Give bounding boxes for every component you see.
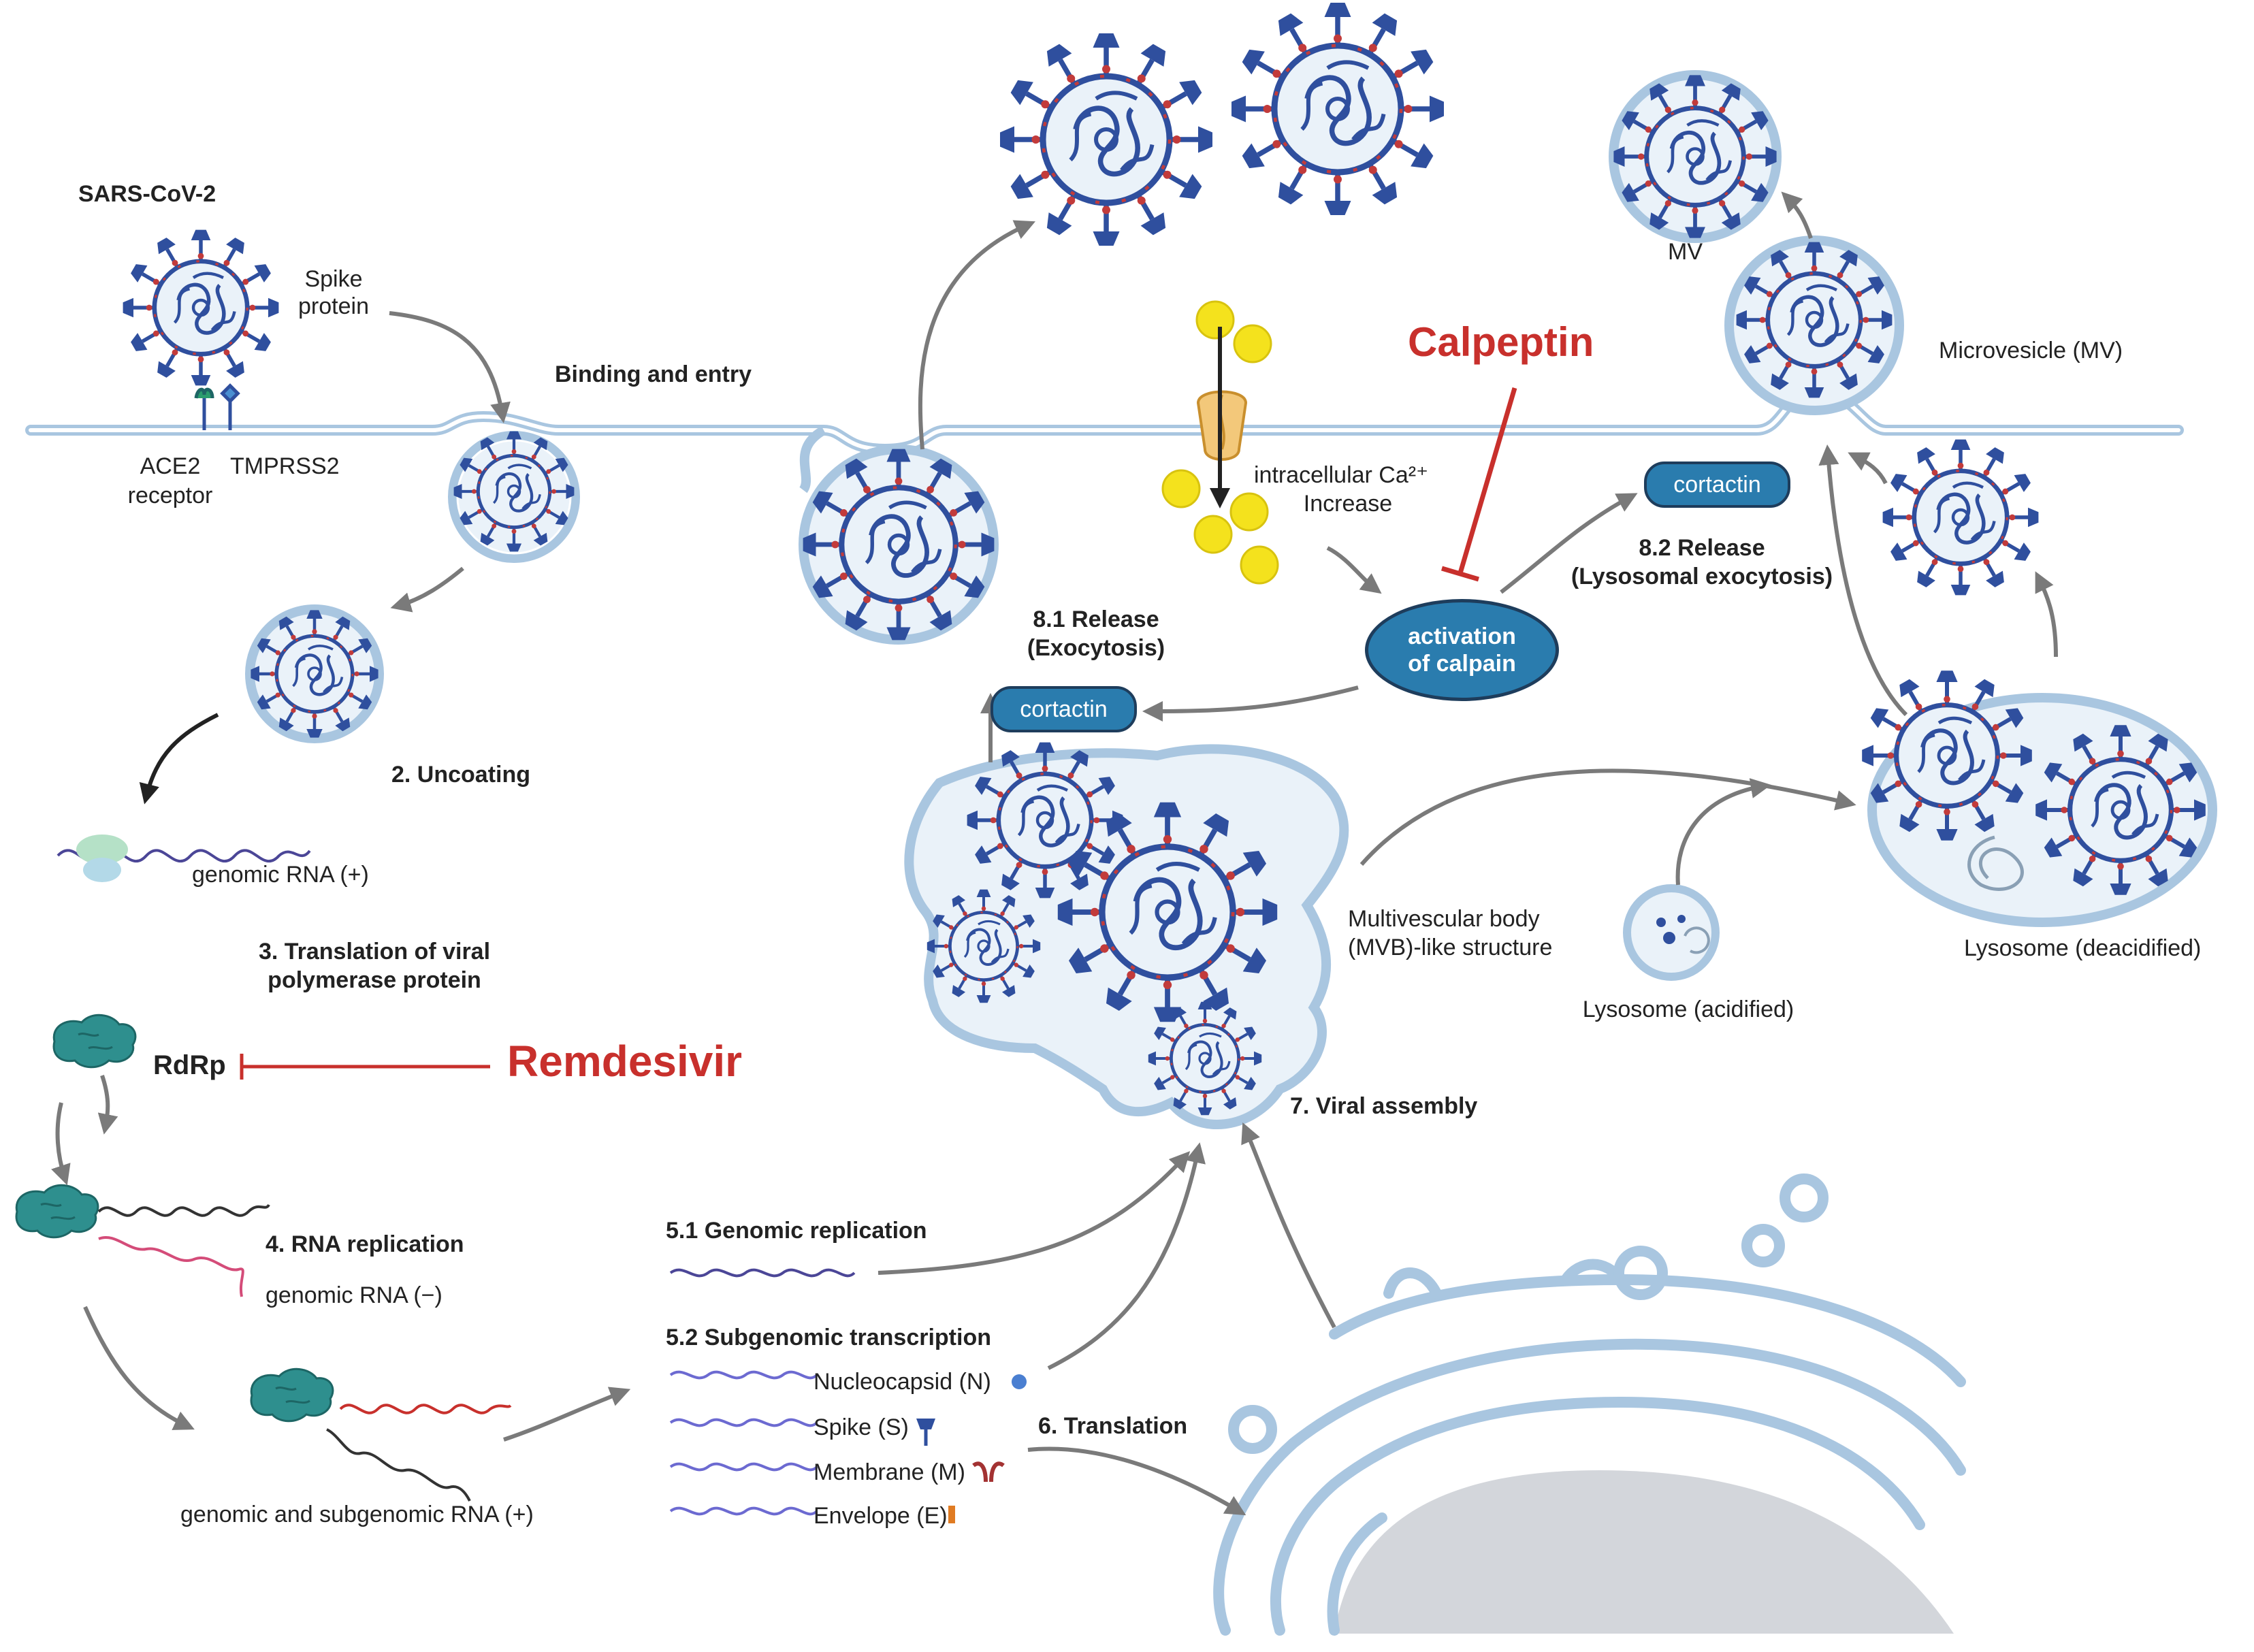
rdrp-icon [52,1014,137,1069]
genomic-replication-label: 5.1 Genomic replication [666,1218,927,1244]
release-exocytosis-label-2: (Exocytosis) [1027,635,1165,661]
membrane-protein-icon [972,1461,1005,1483]
release-lysosomal-label-2: (Lysosomal exocytosis) [1571,564,1833,589]
uncoating-label: 2. Uncoating [391,762,531,788]
cortactin-badge-top: cortactin [1644,461,1790,508]
nucleus [1334,1470,1954,1634]
translation-polymerase-label-2: polymerase protein [268,967,481,993]
calpain-activation-node: activation of calpain [1365,599,1559,701]
calcium-label-1: intracellular Ca²⁺ [1254,462,1429,488]
nucleocapsid-icon [1012,1374,1027,1389]
rna-strands [97,1203,856,1516]
translation-polymerase-label-1: 3. Translation of viral [258,939,491,965]
rna-replication-label: 4. RNA replication [265,1231,464,1257]
lysosome-deacidified [1862,670,2217,927]
release-exocytosis-label-1: 8.1 Release [1033,606,1159,632]
virus-title: SARS-CoV-2 [78,181,216,207]
spike-label-1: Spike [304,266,363,292]
lysosome-acidified-label: Lysosome (acidified) [1582,997,1794,1022]
cortactin-badge-left: cortactin [991,686,1137,732]
envelope-e-label: Envelope (E) [814,1503,948,1529]
spike-label-2: protein [298,293,369,319]
microvesicle-budding [1724,236,1904,415]
calcium-label-2: Increase [1303,491,1393,517]
genomic-subgenomic-label: genomic and subgenomic RNA (+) [180,1502,534,1527]
nucleocapsid-label: Nucleocapsid (N) [814,1369,991,1395]
ace2-label-1: ACE2 [140,453,201,479]
mvb-label-2: (MVB)-like structure [1348,935,1553,960]
viral-assembly-label: 7. Viral assembly [1290,1093,1478,1119]
ace2-label-2: receptor [127,483,213,508]
genomic-rna-positive-label: genomic RNA (+) [192,862,369,888]
microvesicle-label: Microvesicle (MV) [1939,338,2123,363]
remdesivir-label: Remdesivir [507,1037,743,1086]
flow-arrows [51,191,2058,1516]
genomic-rna-negative-label: genomic RNA (−) [265,1282,442,1308]
lysosomal-virion [1883,440,2039,596]
released-virion-2 [1231,3,1444,215]
virus-sars-cov-2 [123,230,279,386]
ace2-receptor-icon [194,387,214,430]
lysosome-deacidified-label: Lysosome (deacidified) [1964,935,2202,961]
entry-arrow [139,327,1230,805]
genomic-rna-positive [57,835,311,882]
uncoating-vesicle [245,604,384,743]
tmprss2-icon [220,383,240,430]
calpain-label-1: activation [1408,623,1516,649]
released-virion-1 [1000,33,1212,246]
envelope-protein-icon [948,1506,955,1523]
mv-label: MV [1668,239,1703,265]
membrane-m-label: Membrane (M) [814,1459,965,1485]
spike-s-label: Spike (S) [814,1414,909,1440]
exocytosis-vesicle [799,425,999,645]
calcium-ions [1161,300,1279,585]
calpeptin-label: Calpeptin [1408,319,1594,365]
spike-icon [916,1419,935,1446]
calpain-label-2: of calpain [1408,651,1516,677]
translation-label: 6. Translation [1038,1413,1188,1439]
rdrp-label: RdRp [153,1050,226,1080]
subgenomic-transcription-label: 5.2 Subgenomic transcription [666,1325,991,1350]
release-lysosomal-label-1: 8.2 Release [1639,535,1765,561]
tmprss2-label: TMPRSS2 [230,453,340,479]
mvb-label-1: Multivescular body [1348,906,1540,932]
endoplasmic-reticulum [1213,1173,1966,1636]
mvb-structure [904,743,1349,1129]
calpeptin-inhibition-line [1441,387,1517,582]
rdrp-replication-icon [15,1184,99,1239]
microvesicle-released [1609,70,1782,243]
binding-entry-label: Binding and entry [555,361,752,387]
remdesivir-inhibition-line [240,1054,490,1080]
endosome-entry [448,432,580,563]
rdrp-transcription-icon [250,1367,334,1423]
lysosome-acidified [1623,884,1720,981]
